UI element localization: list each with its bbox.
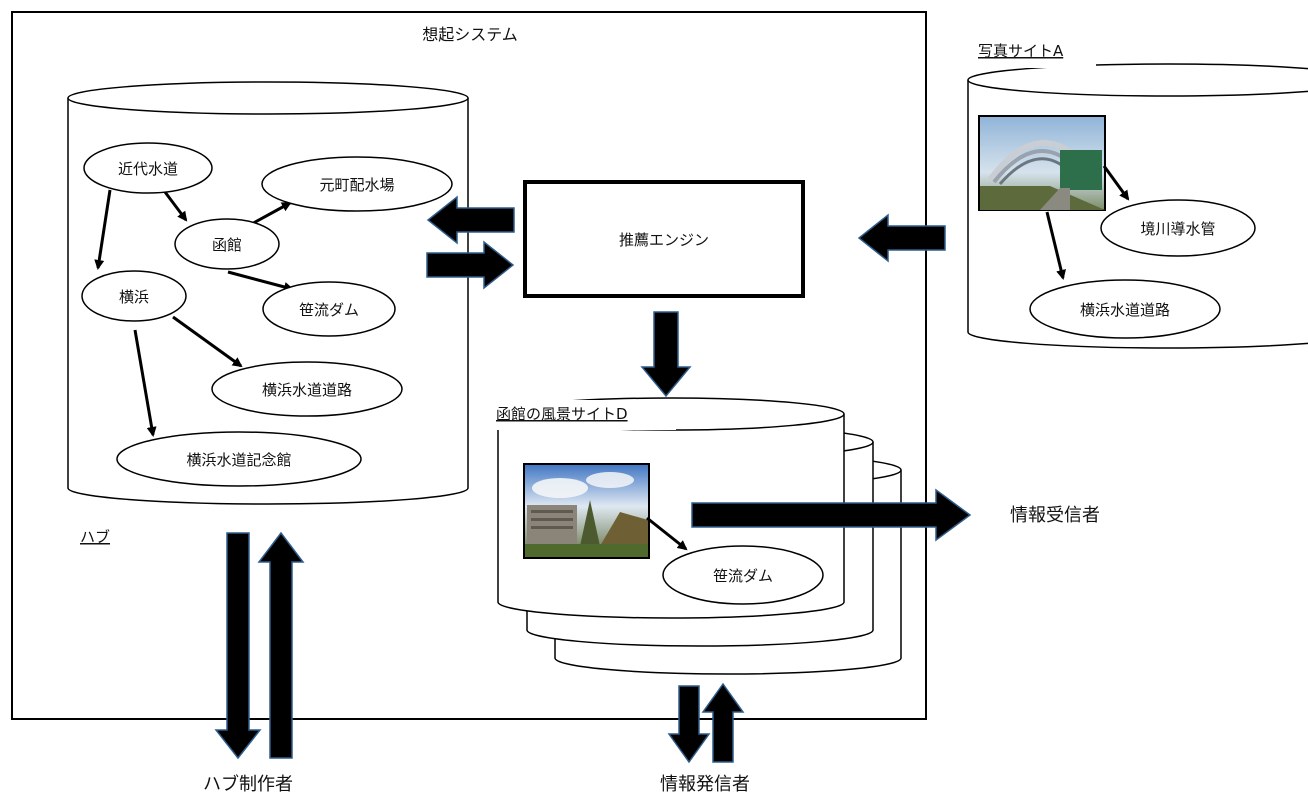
svg-text:笹流ダム: 笹流ダム <box>713 567 773 585</box>
sender-to-site-d-arrow <box>701 682 745 763</box>
system-boundary <box>11 11 927 720</box>
hub-edges <box>94 189 294 437</box>
svg-text:横浜水道道路: 横浜水道道路 <box>1080 301 1170 319</box>
site-a-photo <box>978 115 1106 211</box>
receiver-label: 情報受信者 <box>1010 505 1100 526</box>
hub-to-author-arrow <box>214 532 262 760</box>
site-d-to-receiver-arrow <box>691 488 972 542</box>
hub-to-engine-arrow <box>426 240 515 290</box>
site-d-photo <box>523 463 650 559</box>
svg-text:笹流ダム: 笹流ダム <box>299 301 359 319</box>
svg-text:近代水道: 近代水道 <box>118 160 178 178</box>
site-a-label: 写真サイトA <box>978 42 1064 60</box>
hub-node-kindai: 近代水道 <box>83 142 213 194</box>
hub-node-yokohama-museum: 横浜水道記念館 <box>116 431 362 487</box>
site-a-node-sakaigawa: 境川導水管 <box>1100 199 1256 257</box>
site-a-to-engine-arrow <box>857 213 946 263</box>
engine-to-hub-arrow <box>426 195 515 245</box>
hub-node-hakodate: 函館 <box>174 218 280 270</box>
hub-node-yokohama: 横浜 <box>81 270 187 322</box>
edge-yokohama-road <box>172 315 243 368</box>
site-d-to-sender-arrow <box>667 685 711 764</box>
svg-text:元町配水場: 元町配水場 <box>319 176 394 194</box>
svg-text:横浜: 横浜 <box>119 288 149 306</box>
recommendation-engine-box <box>523 180 805 298</box>
svg-text:境川導水管: 境川導水管 <box>1140 220 1215 238</box>
site-a-edges <box>1045 165 1130 280</box>
author-to-hub-arrow <box>257 531 305 759</box>
site-d-node-sasanagare: 笹流ダム <box>662 545 824 605</box>
system-title: 想起システム <box>422 25 518 44</box>
hub-node-sasanagare: 笹流ダム <box>262 281 396 337</box>
hub-label: ハブ <box>80 528 110 546</box>
sender-label: 情報発信者 <box>660 774 750 795</box>
site-d-label: 函館の風景サイトD <box>496 405 628 423</box>
edge-photo-d-sasanagare <box>646 516 688 551</box>
edge-yokohama-museum <box>133 329 157 437</box>
hub-author-label: ハブ制作者 <box>203 773 293 795</box>
site-a-node-yokohama-road: 横浜水道道路 <box>1029 279 1221 339</box>
edge-photo-yokohama-road <box>1045 211 1066 280</box>
hub-node-motomachi: 元町配水場 <box>261 156 453 212</box>
engine-to-site-d-arrow <box>640 311 692 398</box>
edge-hakodate-sasanagare <box>227 270 294 292</box>
svg-text:横浜水道道路: 横浜水道道路 <box>262 381 352 399</box>
svg-text:函館: 函館 <box>212 236 242 254</box>
svg-text:横浜水道記念館: 横浜水道記念館 <box>186 451 291 469</box>
edge-kindai-hakodate <box>163 191 188 222</box>
recommendation-engine-label: 推薦エンジン <box>619 231 709 249</box>
edge-photo-sakaigawa <box>1102 165 1130 201</box>
hub-node-yokohama-road: 横浜水道道路 <box>211 361 403 417</box>
edge-kindai-yokohama <box>94 189 112 270</box>
